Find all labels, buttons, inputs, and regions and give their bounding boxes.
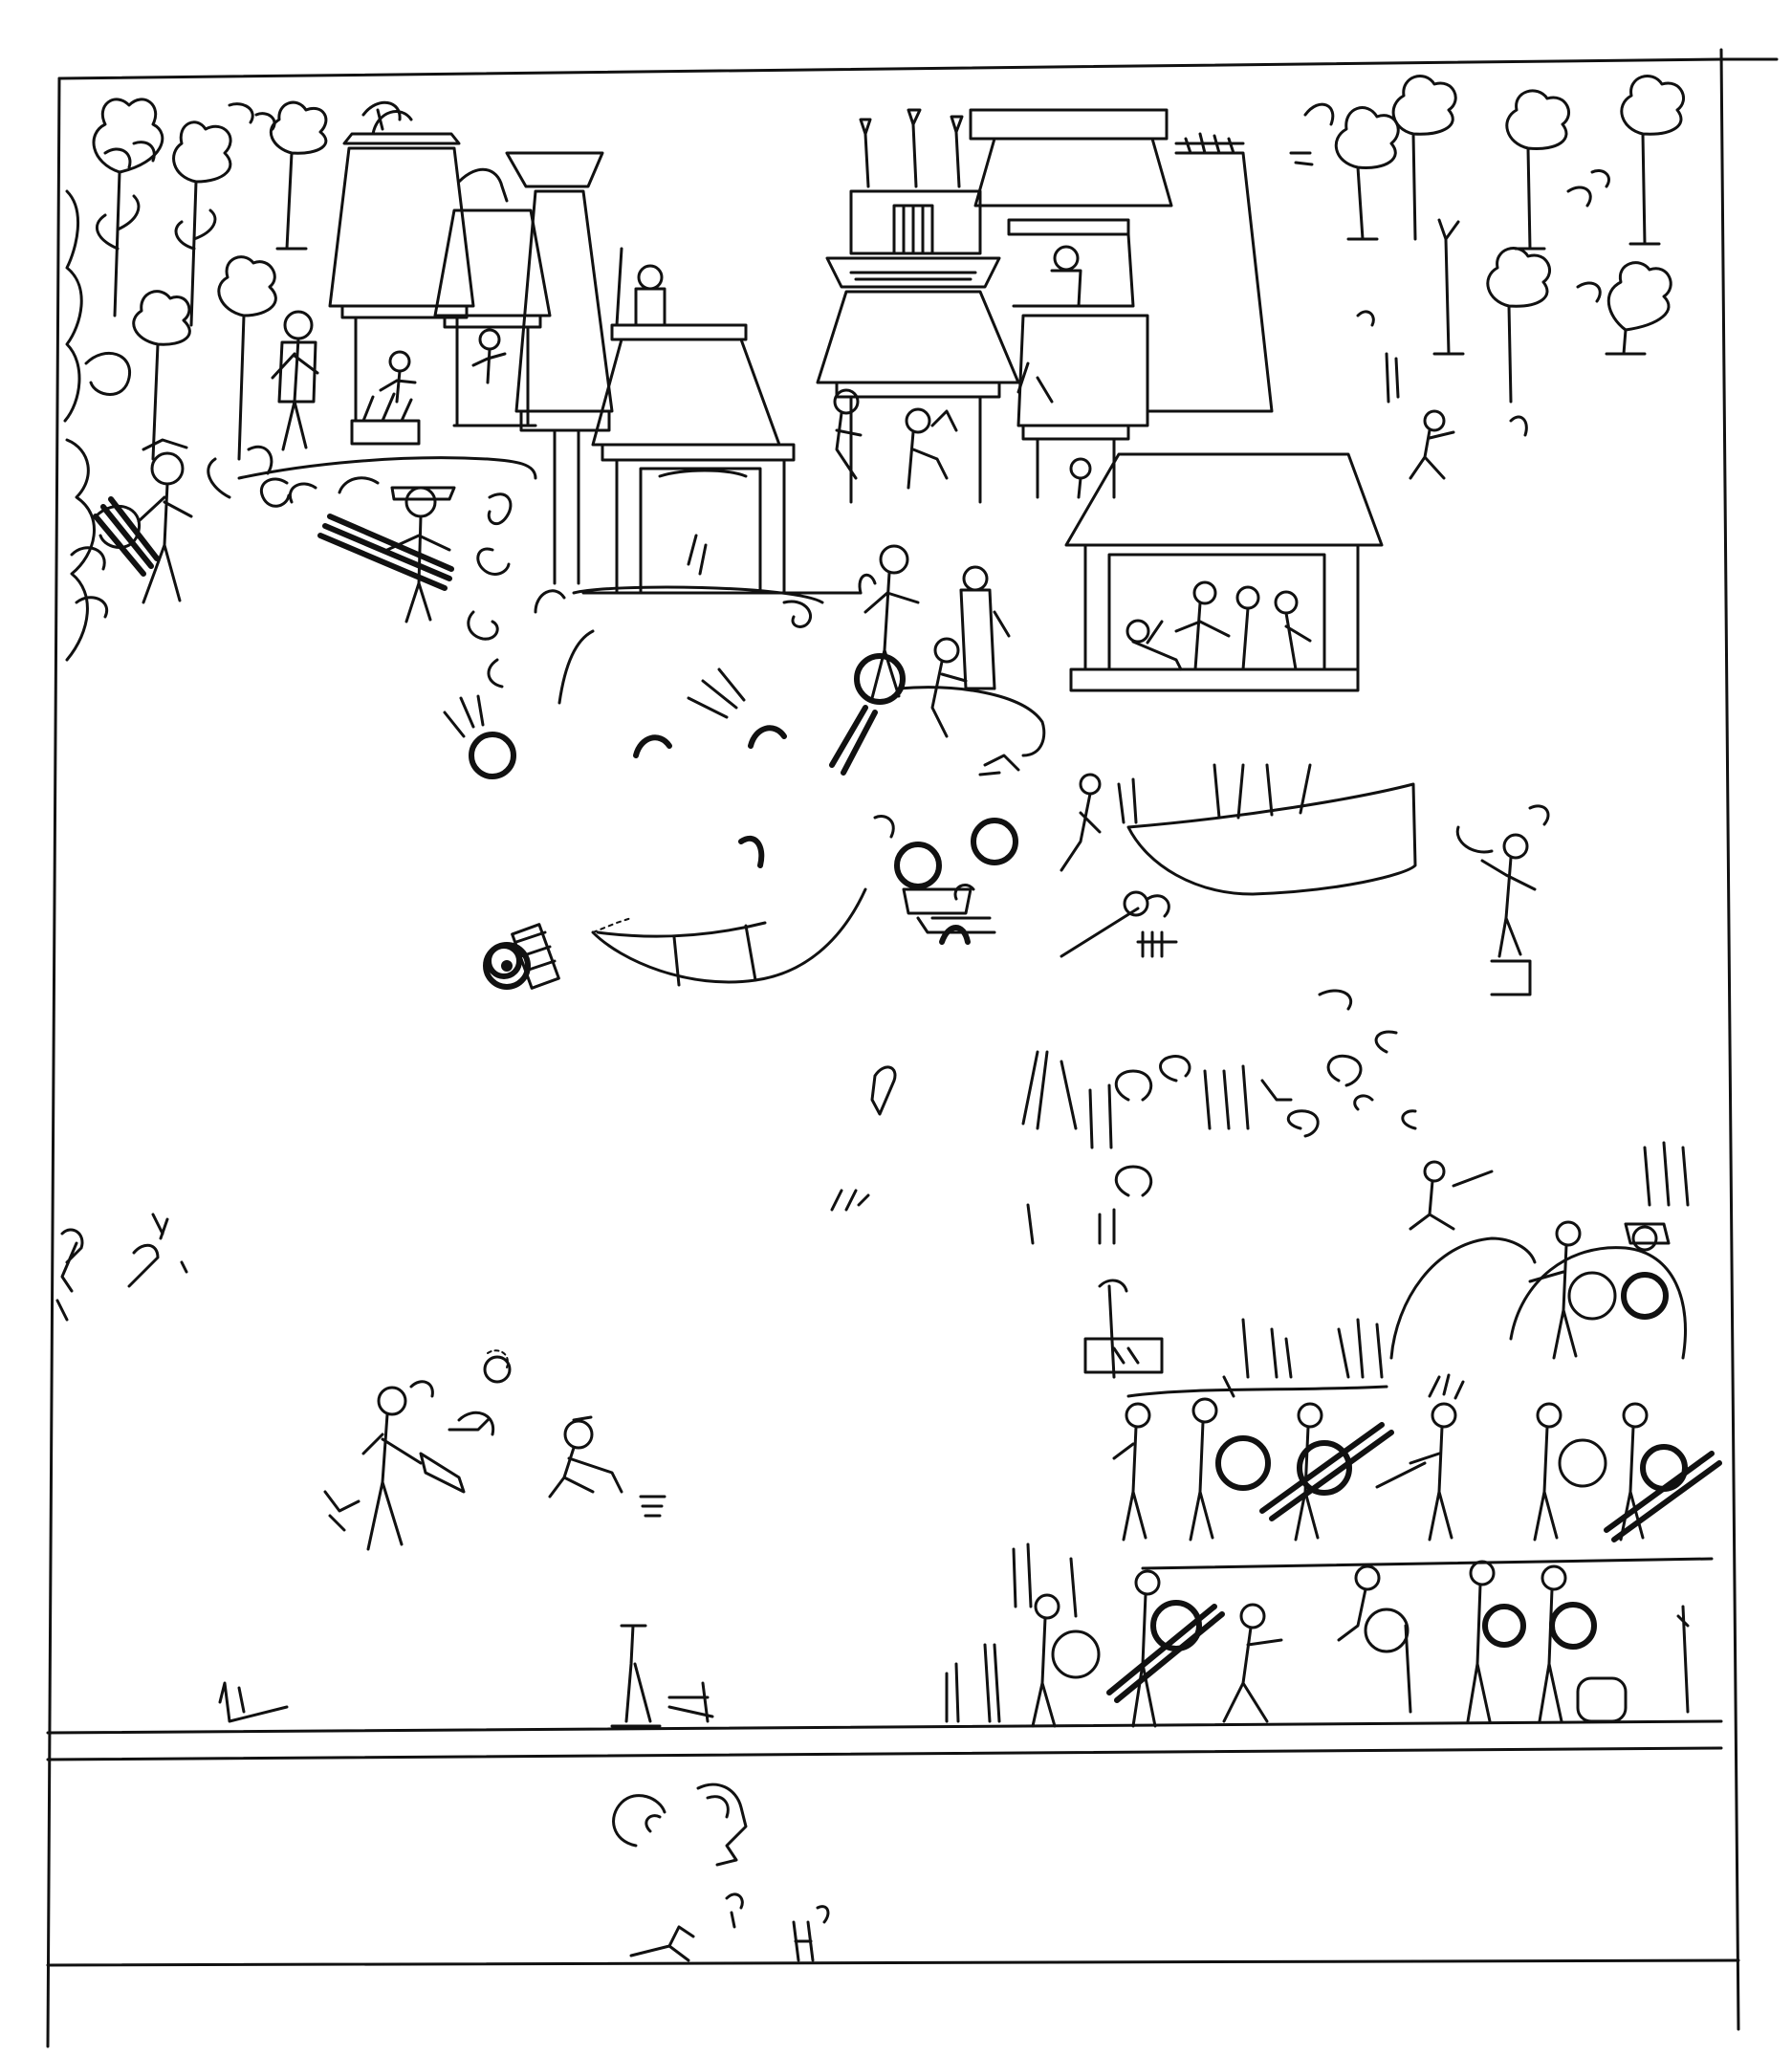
warrior-hill-3 [1409, 1160, 1494, 1231]
lower-register [612, 1783, 830, 1962]
house-3 [505, 151, 614, 585]
warrior-9 [1222, 1603, 1283, 1723]
figure-dancer-left [323, 1380, 466, 1551]
figure-group-hill [858, 544, 1011, 738]
warrior-5 [1533, 1402, 1607, 1542]
forest-right [1289, 75, 1685, 404]
house-7 [1016, 132, 1274, 499]
warrior-2 [1189, 1397, 1271, 1542]
figure-crouching-left [548, 1415, 667, 1518]
shield-icon [443, 694, 516, 779]
figure-temple-sitting [833, 388, 958, 490]
house-2 [433, 167, 552, 427]
hill-left [237, 456, 537, 689]
tree-4-icon [217, 255, 277, 461]
warrior-6 [1604, 1402, 1722, 1542]
shield-icon [829, 653, 906, 776]
figure-seated-left [448, 1355, 512, 1436]
house-6 [969, 108, 1173, 308]
figure-running-right [1409, 409, 1455, 480]
frame [46, 48, 1779, 2048]
hill-center [534, 585, 1046, 757]
figure-walking-left [271, 310, 319, 451]
tree-8-icon [1505, 89, 1570, 251]
tree-3-icon [269, 100, 328, 251]
warrior-11 [1466, 1560, 1526, 1723]
tree-6-icon [1334, 106, 1400, 241]
shield-icon [894, 842, 942, 889]
tree-1-icon [92, 98, 164, 317]
tree-12-icon [1605, 261, 1672, 356]
battle-scene [945, 989, 1722, 1728]
figure-bundle-carrier [317, 476, 456, 623]
misc-center-right [873, 815, 1178, 958]
house-4 [581, 247, 863, 595]
shield-icon [971, 818, 1018, 865]
small-fragments [55, 1065, 897, 1322]
tree-10-icon [1486, 247, 1551, 404]
figure-right-mid [1455, 804, 1550, 996]
tree-7-icon [1391, 75, 1457, 241]
warrior-hill-1 [1528, 1220, 1617, 1360]
figure-forest-warrior [93, 438, 193, 604]
house-1 [328, 110, 475, 446]
forest-left [63, 98, 402, 662]
tree-5-icon [132, 290, 191, 461]
boat-right [1060, 763, 1417, 896]
tree-9-icon [1620, 75, 1685, 246]
warrior-7 [1031, 1593, 1101, 1728]
warrior-4 [1375, 1373, 1465, 1542]
house-8-lower [1064, 452, 1384, 692]
house-5-temple [816, 108, 1020, 504]
warrior-hill-2 [1621, 1222, 1671, 1320]
tree-11-icon [1432, 218, 1465, 356]
warrior-8 [1106, 1569, 1225, 1728]
shields-upper [443, 653, 1020, 990]
boat-center [486, 887, 867, 990]
warrior-12 [1538, 1564, 1597, 1723]
warrior-10 [1337, 1564, 1412, 1714]
warrior-3 [1259, 1402, 1394, 1542]
house-9 [1016, 361, 1054, 404]
tree-2-icon [172, 120, 232, 327]
figure-standing-bottom [610, 1624, 714, 1728]
warrior-1 [1112, 1402, 1151, 1542]
